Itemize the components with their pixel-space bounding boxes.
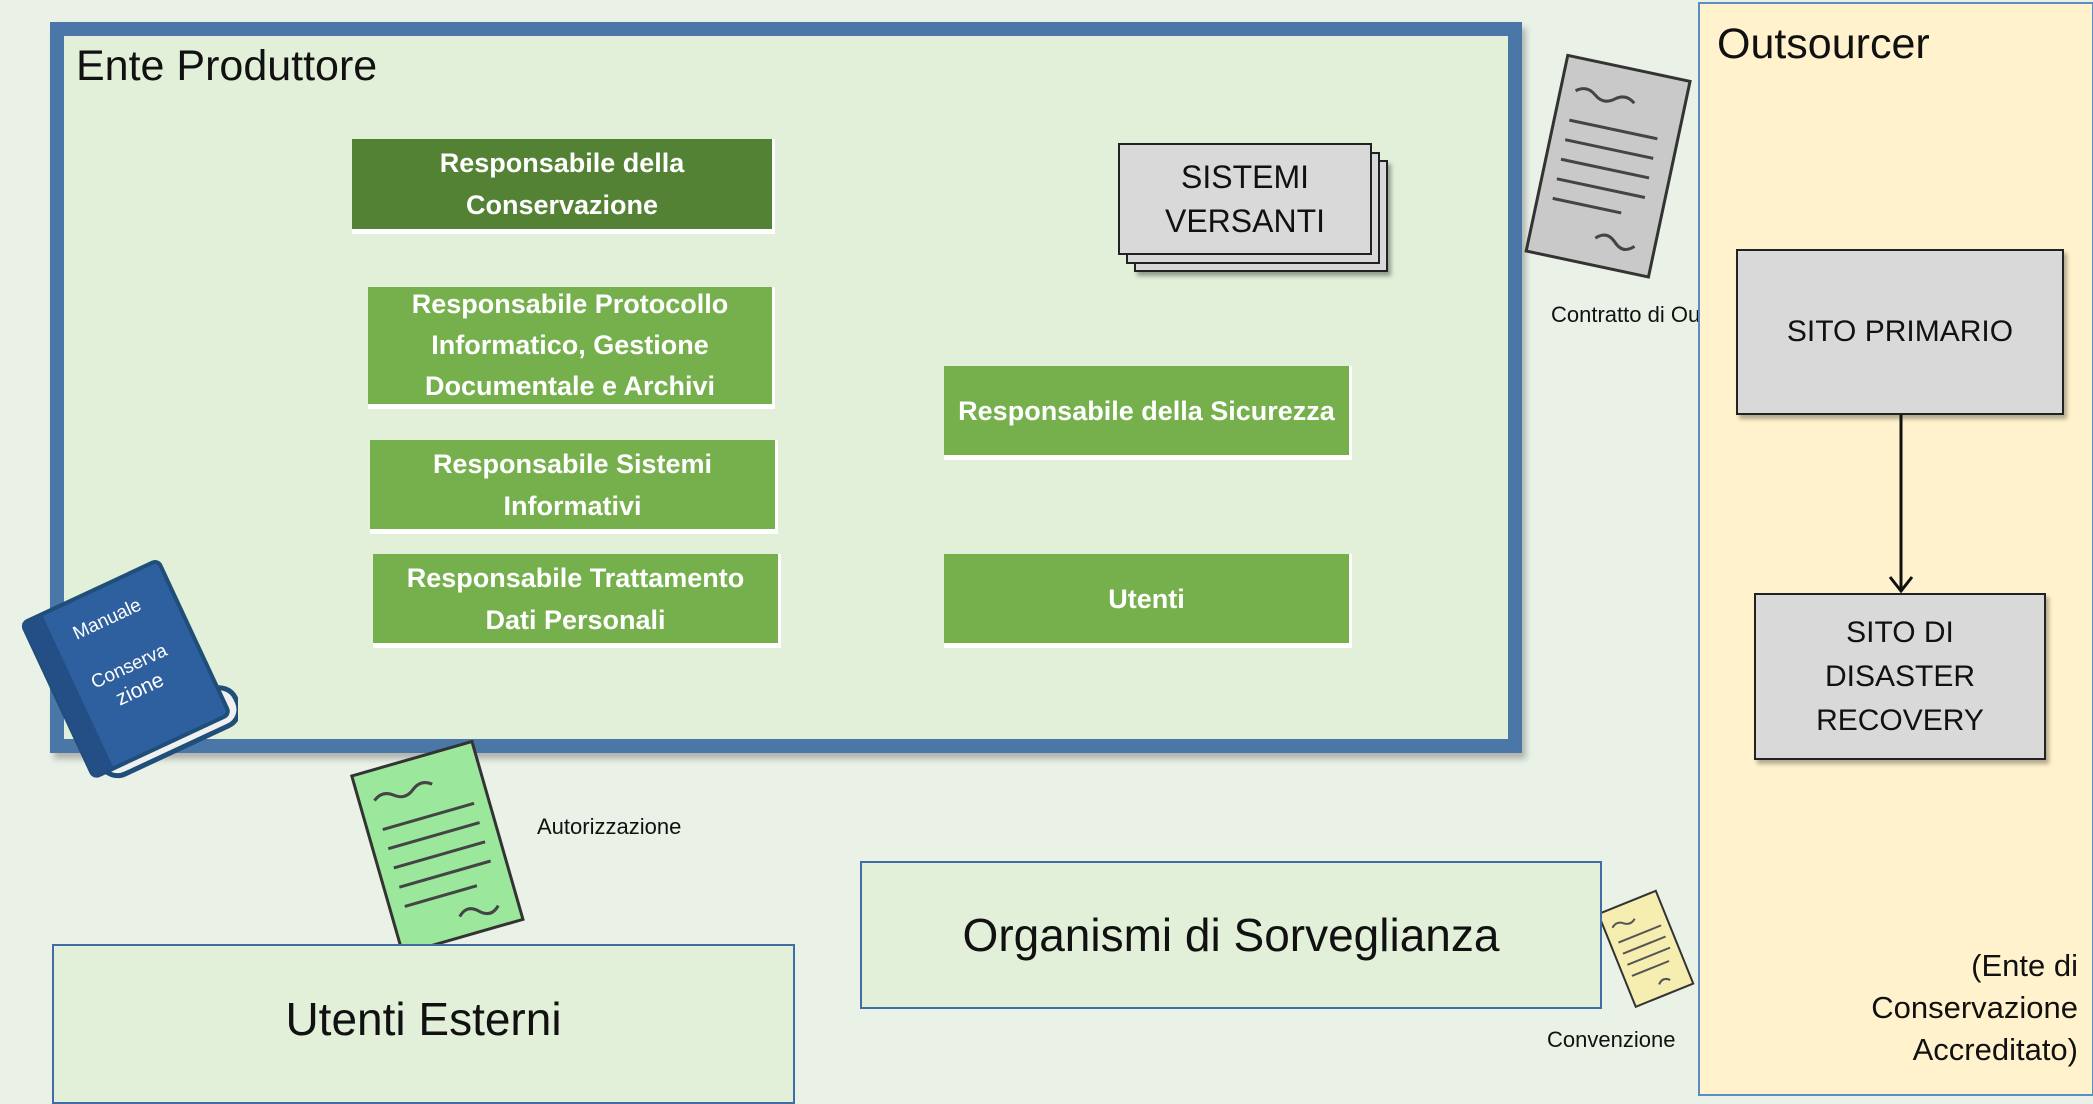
autorizzazione-label: Autorizzazione [537, 814, 682, 839]
ente-produttore-title: Ente Produttore [76, 42, 378, 90]
outsourcer-panel [1698, 2, 2093, 1096]
sito-primario-box[interactable]: SITO PRIMARIO [1736, 249, 2064, 415]
responsabile-sistemi-box[interactable]: Responsabile Sistemi Informativi [370, 440, 778, 534]
organismi-sorveglianza-box[interactable]: Organismi di Sorveglianza [860, 861, 1602, 1009]
responsabile-trattamento-box[interactable]: Responsabile Trattamento Dati Personali [373, 554, 781, 648]
responsabile-sicurezza-box[interactable]: Responsabile della Sicurezza [944, 366, 1352, 460]
contratto-document-icon [1524, 53, 1692, 279]
arrow-down-icon [1888, 415, 1914, 594]
responsabile-protocollo-box[interactable]: Responsabile Protocollo Informatico, Ges… [368, 287, 775, 409]
convenzione-document-icon [1596, 889, 1695, 1009]
responsabile-conservazione-box[interactable]: Responsabile della Conservazione [352, 139, 775, 234]
convenzione-label: Convenzione [1547, 1027, 1676, 1052]
ente-conservazione-note: (Ente di Conservazione Accreditato) [1871, 948, 2078, 1067]
sito-disaster-recovery-box[interactable]: SITO DI DISASTER RECOVERY [1754, 593, 2046, 760]
outsourcer-title: Outsourcer [1717, 20, 1930, 68]
utenti-box[interactable]: Utenti [944, 554, 1352, 648]
sistemi-versanti-box[interactable]: SISTEMI VERSANTI [1118, 143, 1372, 255]
autorizzazione-document-icon [349, 740, 525, 955]
manuale-book-icon: Manuale Conserva zione [21, 560, 238, 779]
utenti-esterni-box[interactable]: Utenti Esterni [52, 944, 795, 1104]
